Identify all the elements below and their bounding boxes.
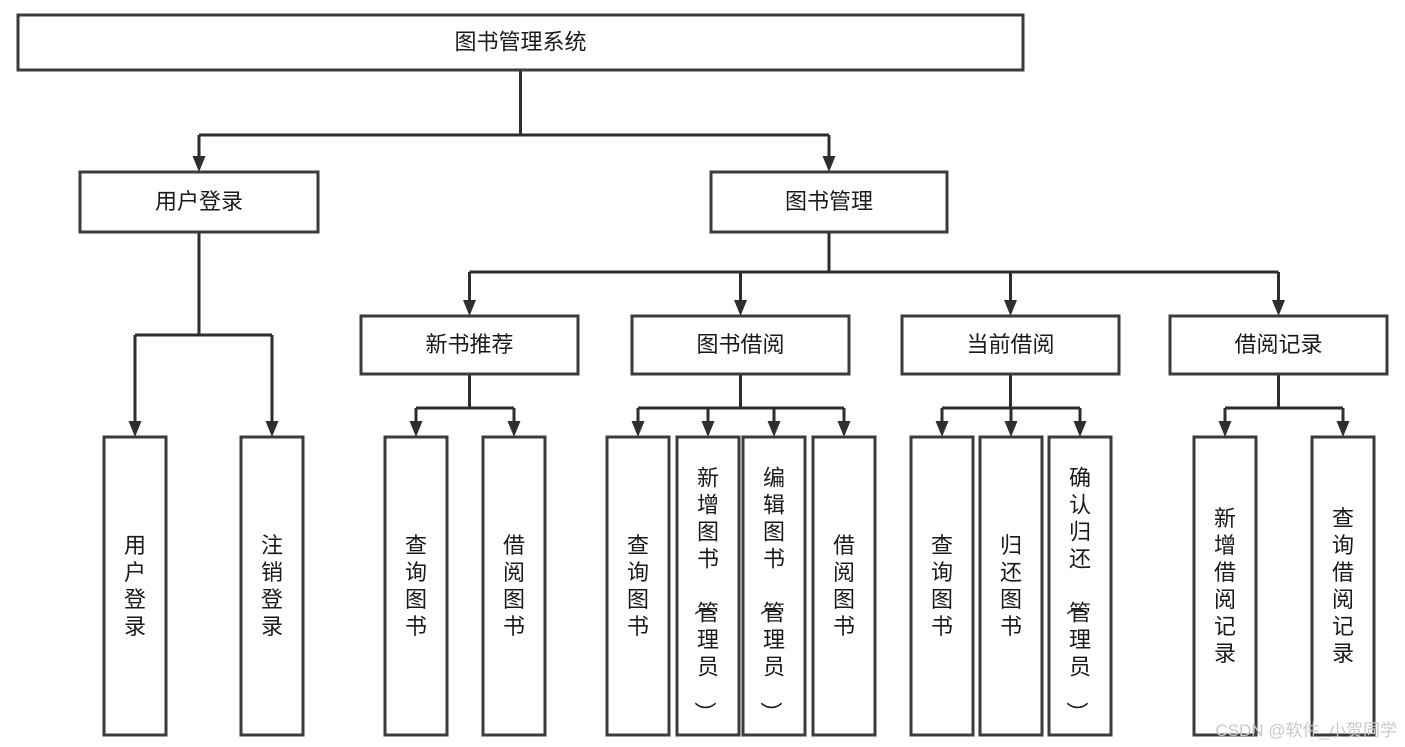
arrow-head-icon: [631, 421, 645, 437]
diagram-node-leaf-borrow-book-2[interactable]: 借阅图书: [811, 435, 877, 737]
node-box[interactable]: [909, 435, 975, 737]
node-box[interactable]: [102, 435, 168, 737]
arrow-head-icon: [463, 300, 476, 316]
diagram-node-book-borrow[interactable]: 图书借阅: [630, 314, 851, 376]
connector-group-book-manage: [463, 232, 1285, 316]
arrow-head-icon: [507, 421, 521, 437]
node-box[interactable]: [978, 435, 1044, 737]
diagram-node-leaf-query-book-1[interactable]: 查询图书: [383, 435, 449, 737]
node-box[interactable]: [16, 13, 1025, 72]
diagram-node-book-manage[interactable]: 图书管理: [709, 170, 949, 234]
node-label: 新增借阅记录: [1214, 506, 1236, 666]
node-box[interactable]: [741, 435, 807, 737]
diagram-node-leaf-add-record[interactable]: 新增借阅记录: [1192, 435, 1258, 737]
node-box[interactable]: [1192, 435, 1258, 737]
arrow-head-icon: [409, 421, 423, 437]
diagram-node-borrow-record[interactable]: 借阅记录: [1168, 314, 1389, 376]
diagram-node-leaf-query-book-3[interactable]: 查询图书: [909, 435, 975, 737]
connector-group-book-borrow: [631, 374, 851, 437]
node-box[interactable]: [359, 314, 580, 376]
diagram-node-leaf-query-book-2[interactable]: 查询图书: [605, 435, 671, 737]
arrow-head-icon: [822, 156, 836, 172]
node-box[interactable]: [811, 435, 877, 737]
node-box[interactable]: [239, 435, 305, 737]
connector-group-user-login: [128, 232, 279, 437]
node-label: 借阅记录: [1234, 332, 1322, 357]
node-label: 查询图书: [405, 533, 427, 639]
node-label: 借阅图书: [833, 533, 855, 639]
arrow-head-icon: [734, 300, 747, 316]
node-label: 归还图书: [1000, 533, 1022, 639]
diagram-node-leaf-borrow-book-1[interactable]: 借阅图书: [481, 435, 547, 737]
node-box[interactable]: [1168, 314, 1389, 376]
arrow-head-icon: [1272, 300, 1285, 316]
node-label: 借阅图书: [503, 533, 525, 639]
node-label: 查询借阅记录: [1332, 506, 1354, 666]
node-box[interactable]: [78, 170, 320, 234]
node-label: 新增图书（管理员）: [692, 466, 719, 724]
node-label: 当前借阅: [966, 332, 1054, 357]
node-box[interactable]: [383, 435, 449, 737]
node-label: 用户登录: [155, 189, 243, 214]
node-box[interactable]: [605, 435, 671, 737]
arrow-head-icon: [1004, 300, 1017, 316]
watermark-text: CSDN @软件_小贺同学: [1215, 721, 1397, 740]
node-box[interactable]: [709, 170, 949, 234]
arrow-head-icon: [265, 421, 279, 437]
node-box[interactable]: [1047, 435, 1113, 737]
arrow-head-icon: [1073, 421, 1087, 437]
arrow-head-icon: [1336, 421, 1350, 437]
node-label: 查询图书: [931, 533, 953, 639]
node-label: 注销登录: [261, 533, 283, 639]
arrow-head-icon: [192, 156, 206, 172]
diagram-node-user-login[interactable]: 用户登录: [78, 170, 320, 234]
node-label: 新书推荐: [425, 332, 513, 357]
arrow-head-icon: [128, 421, 142, 437]
node-box[interactable]: [900, 314, 1121, 376]
arrow-head-icon: [767, 421, 781, 437]
arrow-head-icon: [701, 421, 715, 437]
diagram-node-current-borrow[interactable]: 当前借阅: [900, 314, 1121, 376]
connector-group-new-book-recommend: [409, 374, 521, 437]
arrow-head-icon: [1218, 421, 1232, 437]
diagram-node-leaf-user-login[interactable]: 用户登录: [102, 435, 168, 737]
connector-group-root: [192, 70, 836, 172]
node-box[interactable]: [675, 435, 741, 737]
node-label: 查询图书: [627, 533, 649, 639]
node-label: 编辑图书（管理员）: [758, 466, 785, 724]
node-label: 确认归还（管理员）: [1064, 466, 1091, 724]
node-box[interactable]: [630, 314, 851, 376]
node-label: 图书管理: [785, 189, 873, 214]
node-label: 用户登录: [124, 533, 146, 639]
diagram-node-leaf-logout[interactable]: 注销登录: [239, 435, 305, 737]
arrow-head-icon: [837, 421, 851, 437]
diagram-node-root[interactable]: 图书管理系统: [16, 13, 1025, 72]
diagram-node-leaf-return-book[interactable]: 归还图书: [978, 435, 1044, 737]
connector-layer: [128, 70, 1350, 437]
node-label: 图书借阅: [696, 332, 784, 357]
connector-group-borrow-record: [1218, 374, 1350, 437]
diagram-node-new-book-recommend[interactable]: 新书推荐: [359, 314, 580, 376]
diagram-node-leaf-query-record[interactable]: 查询借阅记录: [1310, 435, 1376, 737]
node-box[interactable]: [1310, 435, 1376, 737]
diagram-node-leaf-confirm-return[interactable]: 确认归还（管理员）: [1047, 435, 1113, 737]
diagram-node-leaf-add-book[interactable]: 新增图书（管理员）: [675, 435, 741, 737]
diagram-node-leaf-edit-book[interactable]: 编辑图书（管理员）: [741, 435, 807, 737]
arrow-head-icon: [1004, 421, 1018, 437]
node-label: 图书管理系统: [454, 29, 586, 54]
connector-group-current-borrow: [935, 374, 1087, 437]
arrow-head-icon: [935, 421, 949, 437]
node-layer: 图书管理系统用户登录图书管理新书推荐图书借阅当前借阅借阅记录用户登录注销登录查询…: [16, 13, 1389, 737]
node-box[interactable]: [481, 435, 547, 737]
